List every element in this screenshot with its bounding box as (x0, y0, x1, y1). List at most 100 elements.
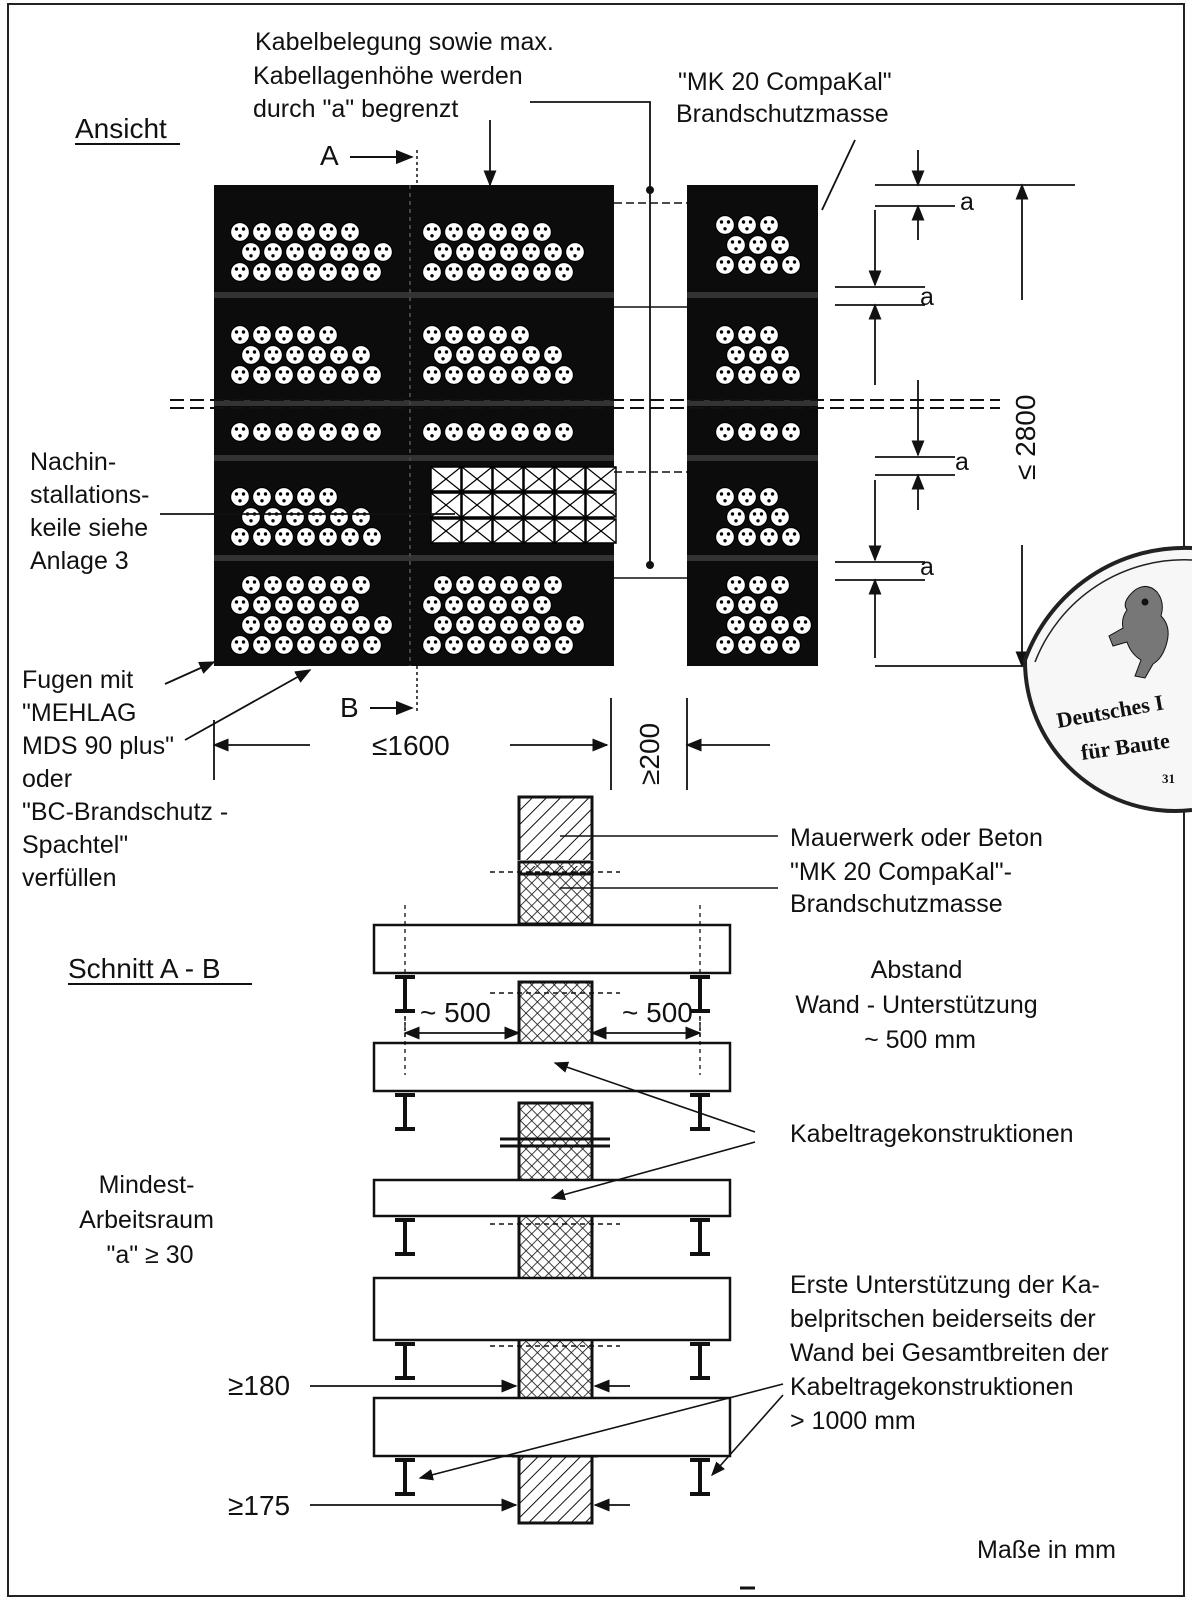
cable (725, 234, 747, 256)
cable (487, 221, 509, 243)
cable (725, 344, 747, 366)
support-beam (690, 1458, 710, 1496)
cable (443, 634, 465, 656)
cable (372, 241, 394, 263)
wedge (461, 518, 493, 544)
cable (465, 421, 487, 443)
cable (758, 634, 780, 656)
dimension-a-group (835, 150, 1075, 668)
cable (306, 506, 328, 528)
cable (317, 221, 339, 243)
cable (725, 574, 747, 596)
cable (432, 241, 454, 263)
cable (262, 614, 284, 636)
compound-plug-4 (517, 1213, 594, 1287)
cable (736, 364, 758, 386)
cable-tray (372, 1396, 732, 1458)
ansicht-heading: Ansicht (75, 113, 167, 144)
cable (531, 594, 553, 616)
dim-min-200: ≥200 (634, 723, 665, 785)
dim-a-1: a (960, 188, 974, 216)
cable (520, 574, 542, 596)
first-support-note: Erste Unterstützung der Ka- belpritschen… (790, 1271, 1116, 1435)
cable (328, 506, 350, 528)
cable-bundles (214, 221, 617, 656)
cable (736, 594, 758, 616)
cable (736, 486, 758, 508)
cable (553, 634, 575, 656)
schnitt-section: Schnitt A - B ~ 500 ~ 500 Mauerwerk oder… (68, 795, 1116, 1590)
cable (240, 614, 262, 636)
cable (714, 214, 736, 236)
cable (531, 421, 553, 443)
cable (350, 574, 372, 596)
dim-a-4: a (920, 553, 934, 581)
cable (421, 221, 443, 243)
cable (317, 364, 339, 386)
cable (273, 421, 295, 443)
support-beam (690, 1218, 710, 1256)
cable (542, 344, 564, 366)
cable (421, 634, 443, 656)
wedges-note: Nachin- stallations- keile siehe Anlage … (30, 448, 156, 575)
cable (328, 574, 350, 596)
cable (229, 594, 251, 616)
cable (769, 506, 791, 528)
cable (273, 594, 295, 616)
cable (465, 261, 487, 283)
cable (262, 506, 284, 528)
cable (509, 594, 531, 616)
cable (421, 324, 443, 346)
cable (476, 574, 498, 596)
cable (350, 344, 372, 366)
cable (229, 221, 251, 243)
cable (295, 364, 317, 386)
cable (780, 421, 802, 443)
cable (295, 421, 317, 443)
cable (240, 574, 262, 596)
cable (509, 364, 531, 386)
cable (758, 486, 780, 508)
cable (736, 324, 758, 346)
cable (339, 364, 361, 386)
cable (284, 574, 306, 596)
cable (498, 344, 520, 366)
cable (229, 634, 251, 656)
cable (443, 324, 465, 346)
wedge (461, 492, 493, 518)
cable (520, 344, 542, 366)
cable (736, 634, 758, 656)
wedge (492, 466, 524, 492)
cable (328, 614, 350, 636)
cable (454, 614, 476, 636)
cable (520, 614, 542, 636)
cable (791, 614, 813, 636)
trays-label: Kabeltragekonstruktionen (790, 1120, 1074, 1148)
cable (520, 241, 542, 263)
cable (769, 344, 791, 366)
cable (509, 324, 531, 346)
cable (780, 634, 802, 656)
cable (498, 614, 520, 636)
cable (476, 241, 498, 263)
cable-tray (372, 1276, 732, 1342)
cable (240, 344, 262, 366)
cable (498, 574, 520, 596)
cable (229, 486, 251, 508)
cable (350, 241, 372, 263)
cable (487, 261, 509, 283)
cable (328, 344, 350, 366)
cable (725, 506, 747, 528)
cable (509, 261, 531, 283)
cable (531, 634, 553, 656)
cable (465, 634, 487, 656)
cable (273, 486, 295, 508)
cable (273, 364, 295, 386)
cable (317, 486, 339, 508)
cable (769, 574, 791, 596)
cable (758, 364, 780, 386)
cable (350, 506, 372, 528)
cable (432, 574, 454, 596)
cable (487, 324, 509, 346)
